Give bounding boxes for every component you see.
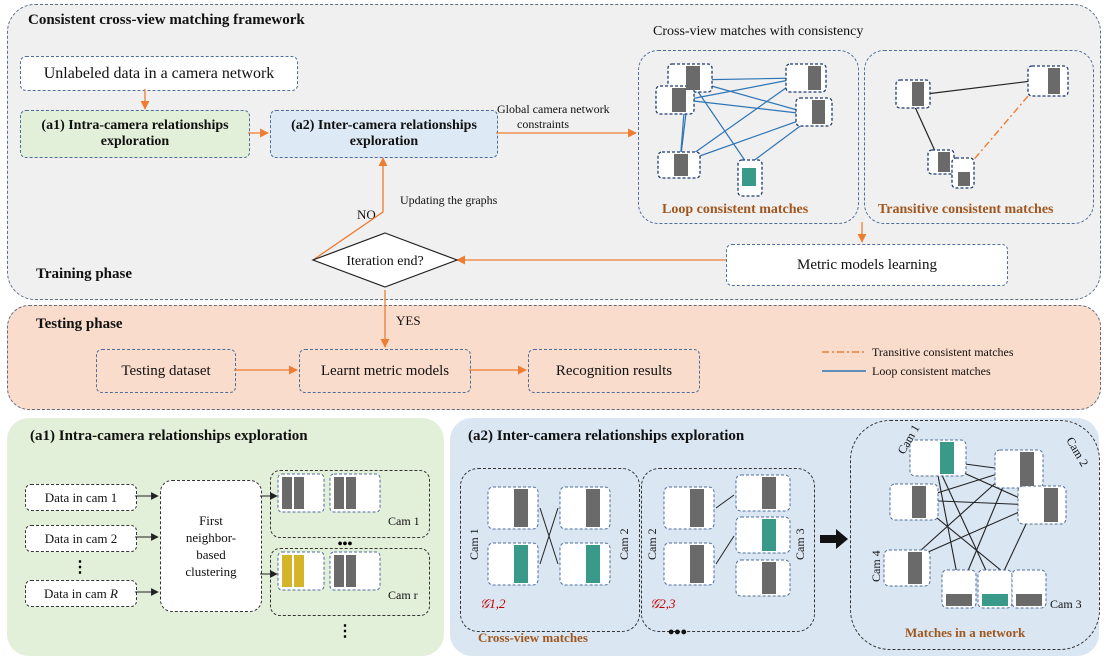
a2-cross-view-thumbs [487, 474, 848, 597]
transitive-consistent-subpanel [864, 50, 1094, 224]
metric-learning-label: Metric models learning [797, 256, 937, 273]
a1-box-line2: exploration [100, 134, 170, 149]
data-in-camR-box: Data in cam R [25, 580, 137, 607]
cam3-rot-23: Cam 3 [793, 528, 807, 560]
cam1-label-a1: Cam 1 [388, 514, 420, 528]
legend-transitive-label: Transitive consistent matches [872, 345, 1014, 359]
framework-title: Consistent cross-view matching framework [28, 12, 305, 28]
g23-label: 𝒢2,3 [650, 596, 676, 611]
matches-network-label: Matches in a network [905, 625, 1026, 640]
global-line2: constraints [517, 117, 569, 131]
camr-label-a1: Cam r [388, 588, 418, 602]
transitive-graph [895, 65, 1069, 189]
cam2-rot-net: Cam 2 [1063, 435, 1091, 469]
a2-network-graph [883, 439, 1067, 609]
cam2-rot-12: Cam 2 [617, 528, 631, 560]
iteration-diamond [311, 232, 459, 288]
a1-box-line1: (a1) Intra-camera relationships [41, 118, 229, 133]
cam2-rot-23: Cam 2 [645, 528, 659, 560]
no-label: NO [357, 207, 376, 222]
a2-title: (a2) Inter-camera relationships explorat… [468, 428, 745, 444]
cluster-line3: based [196, 547, 226, 562]
a1-title: (a1) Intra-camera relationships explorat… [30, 428, 308, 444]
training-phase-label: Training phase [36, 266, 132, 282]
clustering-box: First neighbor-based clustering [160, 480, 262, 612]
data-in-cam1-label: Data in cam 1 [44, 490, 118, 505]
recognition-results-box: Recognition results [528, 349, 700, 393]
yes-label: YES [396, 313, 421, 328]
cam1-cluster-group [270, 470, 430, 538]
cam4-rot-net: Cam 4 [869, 550, 883, 582]
camr-cluster-group [270, 548, 430, 616]
recognition-results-label: Recognition results [555, 362, 673, 379]
data-in-camR-var: R [110, 586, 118, 601]
data-in-cam2-label: Data in cam 2 [44, 531, 118, 546]
metric-learning-box: Metric models learning [726, 244, 1008, 286]
cluster-line4: clustering [185, 564, 237, 579]
cam1-rot-12: Cam 1 [467, 528, 481, 560]
a1-dots-mid: ••• [338, 537, 353, 552]
learnt-metric-box: Learnt metric models [299, 349, 471, 393]
loop-consistent-subpanel [638, 50, 859, 224]
unlabeled-data-label: Unlabeled data in a camera network [43, 65, 275, 82]
cluster-line1: First [199, 513, 223, 528]
testing-dataset-label: Testing dataset [121, 362, 211, 379]
a2-box-line1: (a2) Inter-camera relationships [291, 118, 477, 133]
a2-box-line2: exploration [349, 134, 419, 149]
a1-cluster-thumbs [277, 473, 381, 591]
global-constraints-label: Global camera network constraints [497, 102, 610, 132]
unlabeled-data-box: Unlabeled data in a camera network [20, 56, 298, 91]
loop-graph [655, 63, 833, 197]
a1-dots-bottom: ⋮ [337, 623, 353, 640]
testing-phase-label: Testing phase [36, 316, 123, 332]
cross-view-matches-label: Cross-view matches [478, 630, 588, 645]
big-right-arrow [820, 529, 848, 549]
data-in-camR-prefix: Data in cam [43, 586, 111, 601]
cross-view-title: Cross-view matches with consistency [653, 24, 864, 39]
cross-view-group-23 [641, 468, 815, 632]
transitive-consistent-title: Transitive consistent matches [878, 202, 1054, 217]
loop-consistent-title: Loop consistent matches [662, 202, 809, 217]
ellipsis-label: ••• [668, 622, 687, 642]
network-group [850, 420, 1100, 650]
legend-loop-label: Loop consistent matches [872, 364, 991, 378]
a1-vertical-dots: ⋮ [72, 559, 88, 576]
a1-arrows [135, 492, 278, 596]
cam3-network-label: Cam 3 [1050, 597, 1082, 611]
global-line1: Global camera network [497, 102, 610, 116]
data-in-cam1-box: Data in cam 1 [25, 484, 137, 511]
testing-dataset-box: Testing dataset [96, 349, 236, 393]
data-in-cam2-box: Data in cam 2 [25, 525, 137, 552]
learnt-metric-label: Learnt metric models [320, 362, 450, 379]
iteration-text: Iteration end? [346, 254, 423, 269]
updating-graphs-label: Updating the graphs [400, 193, 498, 207]
cross-view-group-12 [460, 468, 640, 632]
cluster-line2: neighbor- [185, 530, 237, 545]
g12-label: 𝒢1,2 [480, 596, 506, 611]
training-arrows [140, 89, 867, 375]
